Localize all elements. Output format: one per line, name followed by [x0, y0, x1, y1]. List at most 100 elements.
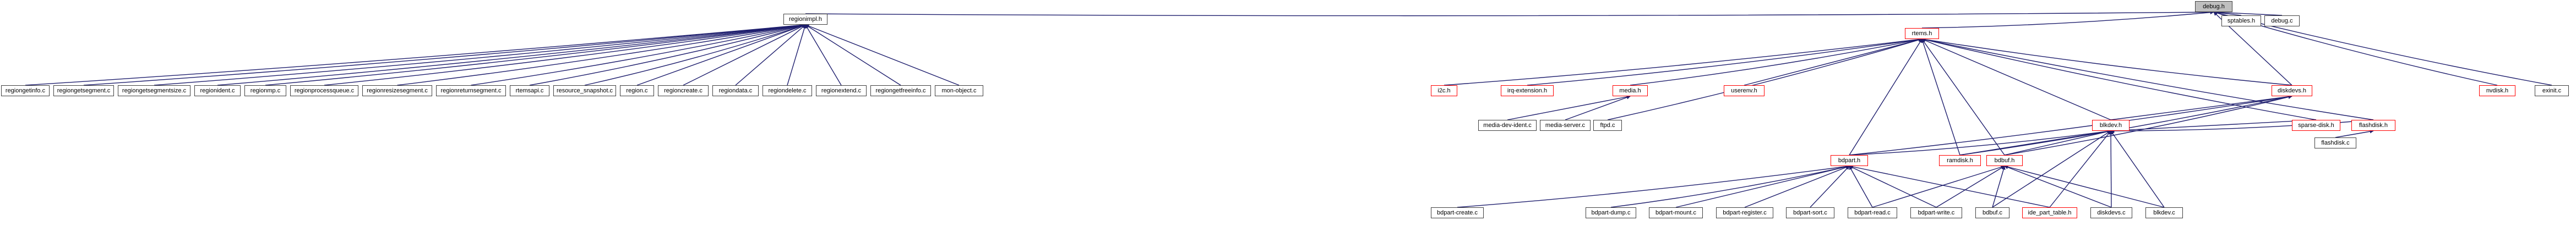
graph-node-bdpart-write-c[interactable]: bdpart-write.c [1910, 207, 1962, 218]
graph-node-ide-part-table-h[interactable]: ide_part_table.h [2022, 207, 2077, 218]
graph-node-rtems-h[interactable]: rtems.h [1905, 28, 1939, 39]
graph-node-regiongetfreeinfo-c[interactable]: regiongetfreeinfo.c [870, 85, 931, 96]
graph-edge-regionident-c-to-regionimpl-h [217, 23, 806, 86]
graph-node-resource-snapshot-c[interactable]: resource_snapshot.c [553, 85, 616, 96]
graph-edge-flashdisk-c-to-flashdisk-h [2335, 129, 2374, 138]
graph-edge-resource-snapshot-c-to-regionimpl-h [584, 24, 806, 86]
graph-edge-sparse-disk-h-to-blkdev-h [2110, 119, 2317, 133]
graph-node-regionmp-c[interactable]: regionmp.c [244, 85, 286, 96]
graph-node-regioncreate-c[interactable]: regioncreate.c [658, 85, 709, 96]
edge-group [25, 10, 2552, 208]
graph-edge-bdpart-write-c-to-bdbuf-h [1936, 166, 2005, 208]
graph-edge-ftpd-c-to-rtems-h [1607, 38, 1923, 120]
graph-node-bdbuf-h[interactable]: bdbuf.h [1986, 155, 2023, 166]
graph-edge-regionimpl-h-to-debug-h [805, 10, 2214, 16]
graph-edge-blkdev-c-to-bdbuf-h [2004, 165, 2165, 208]
graph-edge-regiondelete-c-to-regionimpl-h [787, 24, 807, 86]
graph-node-regiondata-c[interactable]: regiondata.c [712, 85, 759, 96]
graph-edge-regionresizesegment-c-to-regionimpl-h [397, 23, 806, 86]
graph-node-bdpart-create-c[interactable]: bdpart-create.c [1431, 207, 1484, 218]
graph-node-media-dev-ident-c[interactable]: media-dev-ident.c [1478, 120, 1537, 131]
graph-node-bdpart-mount-c[interactable]: bdpart-mount.c [1649, 207, 1703, 218]
graph-edge-bdbuf-h-to-diskdevs-h [2004, 95, 2292, 156]
graph-node-bdpart-h[interactable]: bdpart.h [1831, 155, 1868, 166]
graph-edge-bdpart-h-to-diskdevs-h [1849, 95, 2292, 156]
graph-edge-bdpart-register-c-to-bdpart-h [1744, 166, 1850, 208]
graph-node-ramdisk-h[interactable]: ramdisk.h [1939, 155, 1981, 166]
graph-edge-rtemsapi-c-to-regionimpl-h [529, 24, 806, 86]
graph-edge-blkdev-c-to-blkdev-h [2110, 130, 2165, 208]
graph-node-regiondelete-c[interactable]: regiondelete.c [763, 85, 812, 96]
graph-edge-bdbuf-h-to-blkdev-h [2004, 129, 2111, 156]
graph-node-regionextend-c[interactable]: regionextend.c [816, 85, 867, 96]
graph-node-bdpart-dump-c[interactable]: bdpart-dump.c [1586, 207, 1636, 218]
graph-node-debug-c[interactable]: debug.c [2264, 15, 2300, 26]
graph-node-flashdisk-h[interactable]: flashdisk.h [2351, 120, 2395, 131]
graph-edge-exinit-c-to-debug-h [2213, 11, 2552, 86]
graph-node-blkdev-h[interactable]: blkdev.h [2092, 120, 2130, 131]
graph-edge-bdpart-read-c-to-bdbuf-h [1872, 165, 2005, 208]
graph-node-media-h[interactable]: media.h [1613, 85, 1648, 96]
graph-node-bdbuf-c[interactable]: bdbuf.c [1975, 207, 2009, 218]
graph-node-regiongetsegment-c[interactable]: regiongetsegment.c [53, 85, 114, 96]
graph-edge-bdpart-dump-c-to-bdpart-h [1610, 164, 1850, 208]
graph-edge-bdbuf-h-to-rtems-h [1921, 38, 2005, 156]
graph-node-bdpart-read-c[interactable]: bdpart-read.c [1848, 207, 1897, 218]
graph-node-bdpart-register-c[interactable]: bdpart-register.c [1716, 207, 1773, 218]
graph-edge-bdpart-read-c-to-bdpart-h [1849, 166, 1873, 208]
graph-edge-media-server-c-to-media-h [1565, 95, 1631, 120]
graph-edge-regioncreate-c-to-regionimpl-h [683, 24, 806, 86]
graph-edge-blkdev-h-to-rtems-h [1921, 38, 2111, 120]
graph-node-sptables-h[interactable]: sptables.h [2221, 15, 2261, 26]
graph-edge-irq-extension-h-to-rtems-h [1527, 37, 1923, 86]
graph-node-regiongetsegmentsize-c[interactable]: regiongetsegmentsize.c [118, 85, 190, 96]
graph-edge-blkdev-h-to-diskdevs-h [2110, 95, 2292, 120]
graph-edge-regionextend-c-to-regionimpl-h [805, 24, 842, 86]
graph-edge-regiongetsegment-c-to-regionimpl-h [83, 23, 806, 86]
graph-node-nvdisk-h[interactable]: nvdisk.h [2479, 85, 2515, 96]
graph-edge-ramdisk-h-to-rtems-h [1921, 38, 1960, 156]
graph-node-region-c[interactable]: region.c [620, 85, 654, 96]
graph-edge-regiongetinfo-c-to-regionimpl-h [25, 23, 806, 86]
graph-edge-regionmp-c-to-regionimpl-h [265, 23, 806, 86]
graph-edge-bdpart-h-to-rtems-h [1849, 38, 1923, 156]
graph-edge-bdbuf-c-to-bdbuf-h [1992, 166, 2006, 208]
graph-edge-bdpart-write-c-to-bdpart-h [1849, 166, 1937, 208]
graph-node-diskdevs-c[interactable]: diskdevs.c [2090, 207, 2132, 218]
graph-edge-sparse-disk-h-to-rtems-h [1921, 38, 2317, 120]
graph-node-regionresizesegment-c[interactable]: regionresizesegment.c [362, 85, 432, 96]
graph-node-bdpart-sort-c[interactable]: bdpart-sort.c [1786, 207, 1834, 218]
graph-node-ftpd-c[interactable]: ftpd.c [1593, 120, 1622, 131]
graph-edge-bdpart-sort-c-to-bdpart-h [1810, 166, 1850, 208]
graph-node-rtemsapi-c[interactable]: rtemsapi.c [510, 85, 549, 96]
graph-node-mon-object-c[interactable]: mon-object.c [935, 85, 983, 96]
graph-edge-ide-part-table-h-to-bdpart-h [1849, 164, 2050, 208]
graph-edge-regiongetsegmentsize-c-to-regionimpl-h [154, 23, 806, 86]
graph-node-regionprocessqueue-c[interactable]: regionprocessqueue.c [290, 85, 358, 96]
graph-node-diskdevs-h[interactable]: diskdevs.h [2272, 85, 2312, 96]
graph-node-regiongetinfo-c[interactable]: regiongetinfo.c [1, 85, 50, 96]
graph-node-regionident-c[interactable]: regionident.c [194, 85, 241, 96]
graph-node-userenv-h[interactable]: userenv.h [1724, 85, 1764, 96]
graph-node-irq-extension-h[interactable]: irq-extension.h [1501, 85, 1554, 96]
graph-edge-regiongetfreeinfo-c-to-regionimpl-h [805, 24, 901, 86]
graph-edge-flashdisk-h-to-rtems-h [1921, 37, 2374, 120]
graph-node-exinit-c[interactable]: exinit.c [2535, 85, 2569, 96]
graph-edge-media-h-to-rtems-h [1630, 37, 1923, 86]
graph-node-regionreturnsegment-c[interactable]: regionreturnsegment.c [436, 85, 506, 96]
graph-edge-bdbuf-c-to-blkdev-h [1992, 130, 2111, 208]
graph-node-sparse-disk-h[interactable]: sparse-disk.h [2292, 120, 2340, 131]
graph-node-flashdisk-c[interactable]: flashdisk.c [2314, 137, 2356, 148]
graph-node-i2c-h[interactable]: i2c.h [1431, 85, 1457, 96]
graph-edge-bdpart-mount-c-to-bdpart-h [1675, 165, 1850, 208]
graph-node-media-server-c[interactable]: media-server.c [1540, 120, 1591, 131]
graph-edge-ramdisk-h-to-blkdev-h [1959, 129, 2111, 156]
graph-node-blkdev-c[interactable]: blkdev.c [2145, 207, 2183, 218]
graph-node-regionimpl-h[interactable]: regionimpl.h [783, 14, 827, 25]
graph-edge-userenv-h-to-rtems-h [1744, 38, 1923, 86]
graph-node-debug-h[interactable]: debug.h [2195, 1, 2232, 12]
graph-edge-media-dev-ident-c-to-media-h [1507, 95, 1631, 120]
graph-edge-regionprocessqueue-c-to-regionimpl-h [324, 23, 806, 86]
